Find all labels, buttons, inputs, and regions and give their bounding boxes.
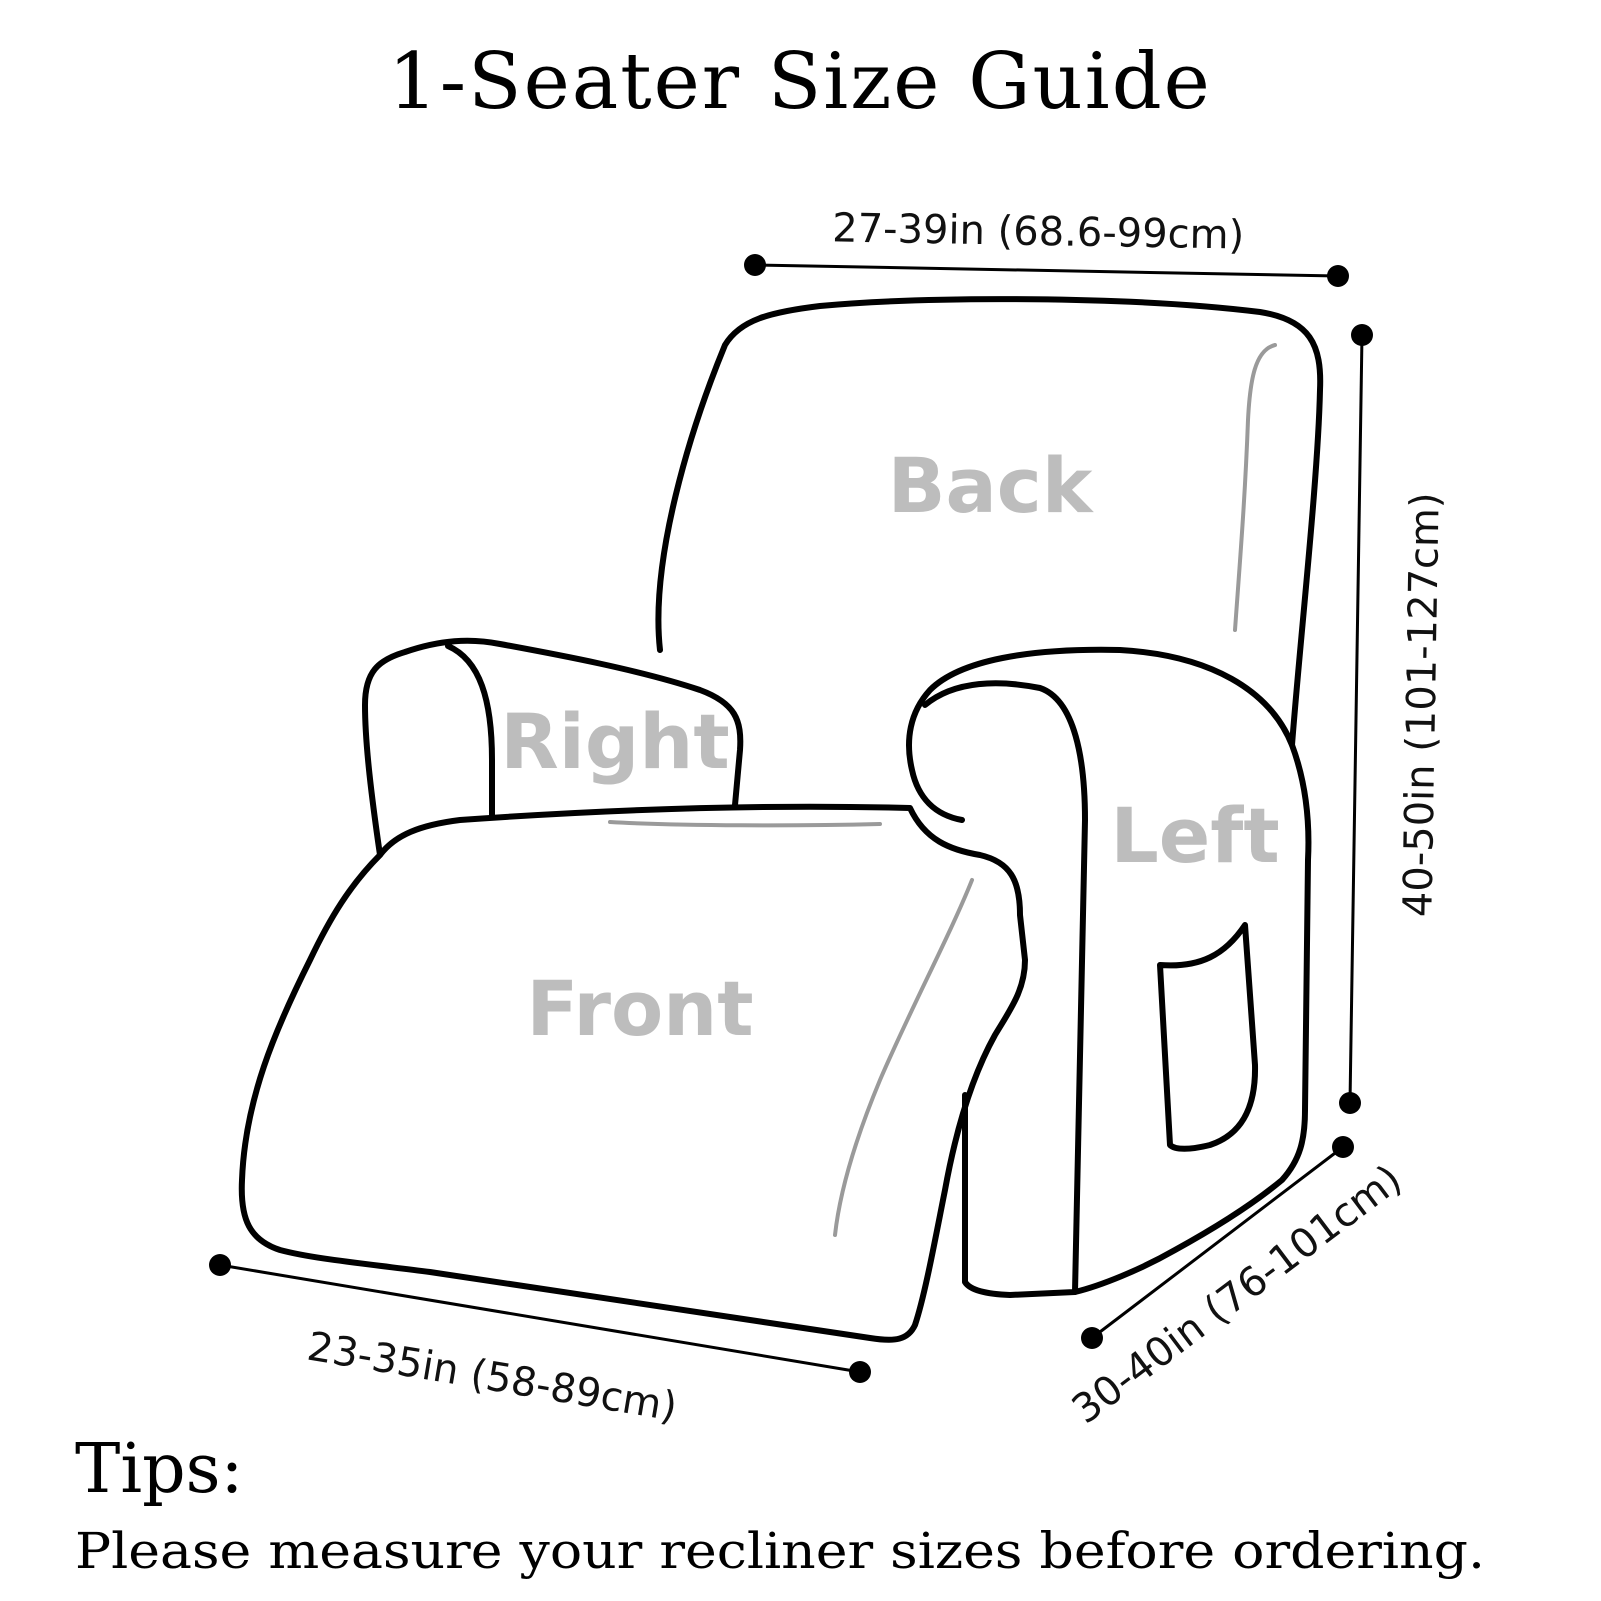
tips-heading: Tips: bbox=[75, 1430, 243, 1509]
tips-text: Please measure your recliner sizes befor… bbox=[75, 1522, 1485, 1580]
right-arm-outline bbox=[362, 637, 744, 858]
width-dimension: 27-39in (68.6-99cm) bbox=[744, 205, 1349, 287]
footrest-outline bbox=[238, 803, 1028, 1343]
label-right: Right bbox=[500, 697, 729, 786]
height-dimension: 40-50in (101-127cm) bbox=[1339, 324, 1449, 1114]
left-arm-outline bbox=[906, 646, 1312, 1295]
recliner-illustration bbox=[238, 296, 1324, 1343]
backrest-shade bbox=[1233, 343, 1277, 632]
label-back: Back bbox=[888, 441, 1094, 530]
depth-dimension: 30-40in (76-101cm) bbox=[1064, 1136, 1411, 1433]
height-label: 40-50in (101-127cm) bbox=[1395, 492, 1448, 917]
right-arm-front-edge bbox=[445, 643, 495, 818]
side-pocket bbox=[1157, 922, 1259, 1152]
left-arm-front-panel bbox=[922, 680, 1088, 1298]
label-front: Front bbox=[526, 964, 753, 1053]
label-left: Left bbox=[1110, 791, 1279, 880]
seat-dimension: 23-35in (58-89cm) bbox=[209, 1254, 871, 1431]
footrest-shade bbox=[833, 878, 974, 1237]
depth-label: 30-40in (76-101cm) bbox=[1064, 1156, 1411, 1433]
seat-label: 23-35in (58-89cm) bbox=[304, 1324, 680, 1431]
backrest-outline bbox=[655, 296, 1324, 748]
page-title: 1-Seater Size Guide bbox=[388, 37, 1212, 127]
width-label: 27-39in (68.6-99cm) bbox=[832, 205, 1245, 258]
seat-shade bbox=[608, 820, 882, 828]
